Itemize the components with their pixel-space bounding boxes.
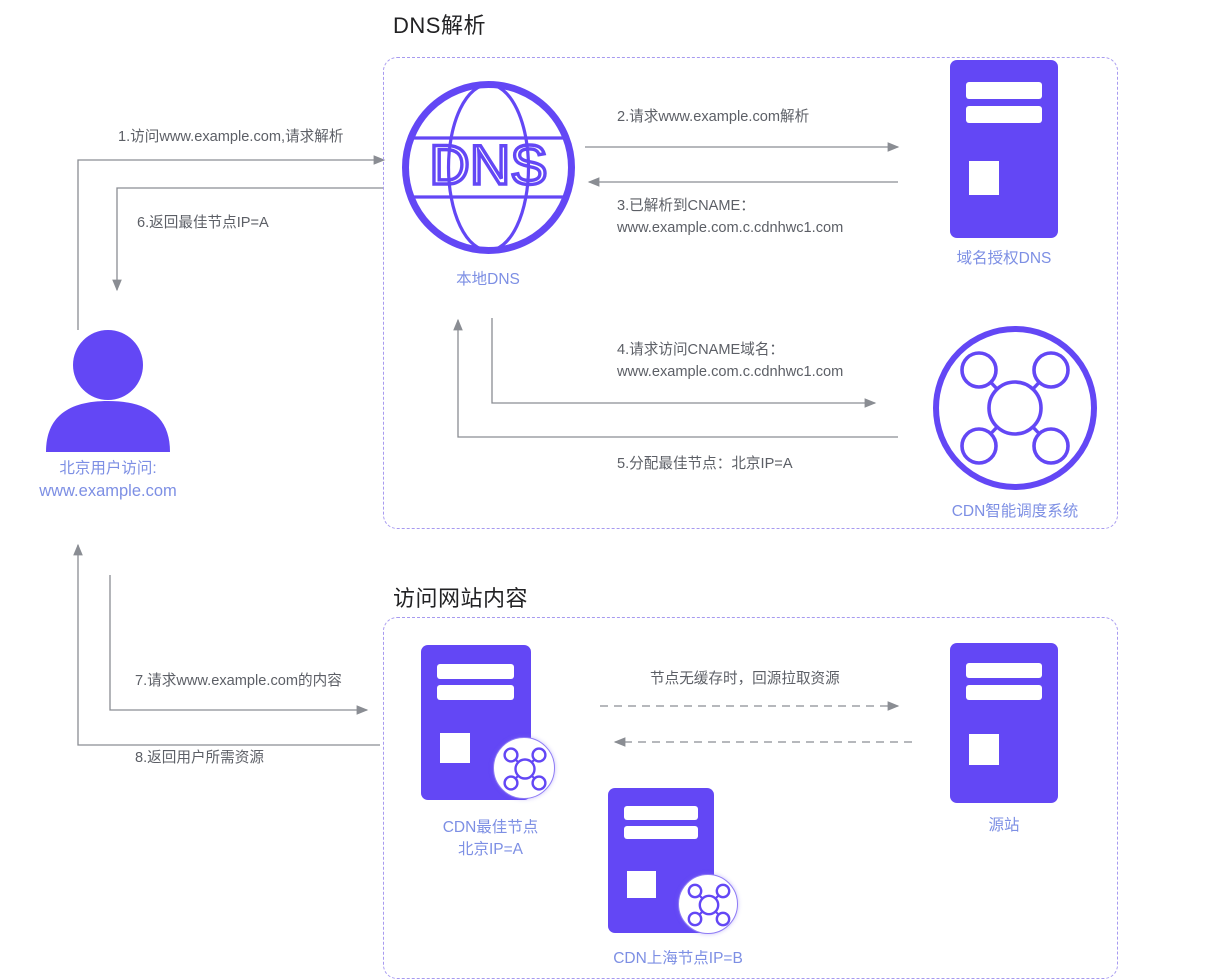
flow-label-2: 2.请求www.example.com解析 — [617, 109, 810, 125]
node-local-dns-label: 本地DNS — [456, 271, 520, 288]
flow-label-7: 7.请求www.example.com的内容 — [135, 673, 342, 689]
flow-label-3-line1: 3.已解析到CNAME： — [617, 198, 755, 214]
flow-label-8: 8.返回用户所需资源 — [135, 750, 264, 766]
flow-label-6: 6.返回最佳节点IP=A — [137, 215, 269, 231]
server-indicator — [440, 733, 470, 763]
node-user[interactable]: 北京用户访问: www.example.com — [18, 322, 198, 504]
server-bar-bottom — [966, 106, 1042, 124]
node-cdn-system[interactable]: CDN智能调度系统 — [915, 323, 1115, 523]
server-icon — [950, 60, 1058, 238]
node-local-dns[interactable]: DNS 本地DNS — [388, 76, 588, 291]
node-cdn-best-label-line2: 北京IP=A — [457, 841, 524, 859]
server-indicator — [969, 734, 999, 765]
server-bar-top — [966, 82, 1042, 100]
panel-title-content: 访问网站内容 — [393, 586, 529, 611]
server-bar-top — [966, 663, 1042, 679]
server-bar-top — [623, 806, 699, 820]
server-bar-top — [437, 664, 514, 680]
node-auth-dns-label: 域名授权DNS — [956, 250, 1052, 267]
cdn-network-icon — [930, 323, 1100, 493]
user-icon — [36, 322, 180, 452]
node-user-label-line2: www.example.com — [39, 482, 177, 501]
cdn-badge-icon — [492, 737, 555, 799]
flow-label-4-line1: 4.请求访问CNAME域名： — [617, 342, 785, 358]
server-icon — [950, 643, 1058, 803]
node-cdn-system-label: CDN智能调度系统 — [951, 503, 1079, 520]
node-cdn-best-label-line1: CDN最佳节点 — [442, 819, 539, 836]
flow-label-origin-pull: 节点无缓存时，回源拉取资源 — [650, 671, 840, 687]
node-user-label-line1: 北京用户访问: — [59, 460, 157, 477]
server-bar-bottom — [966, 684, 1042, 700]
node-cdn-best[interactable]: CDN最佳节点 北京IP=A — [398, 645, 583, 862]
flow-label-3-line2: www.example.com.c.cdnhwc1.com — [617, 219, 844, 236]
panel-dns-resolution — [383, 57, 1118, 529]
node-cdn-shanghai[interactable]: CDN上海节点IP=B — [578, 788, 778, 970]
node-origin-label: 源站 — [988, 817, 1020, 834]
server-bar-bottom — [623, 825, 699, 840]
flow-label-4-line2: www.example.com.c.cdnhwc1.com — [617, 363, 844, 380]
server-indicator — [969, 161, 999, 196]
panel-title-dns: DNS解析 — [393, 13, 486, 38]
node-auth-dns[interactable]: 域名授权DNS — [930, 60, 1078, 270]
server-indicator — [627, 870, 656, 899]
node-origin[interactable]: 源站 — [930, 643, 1078, 837]
flow-label-1: 1.访问www.example.com,请求解析 — [118, 129, 344, 145]
server-bar-bottom — [437, 685, 514, 701]
flow-label-3: 3.已解析到CNAME： www.example.com.c.cdnhwc1.c… — [617, 196, 843, 240]
cdn-badge-icon — [678, 874, 738, 934]
dns-glyph-text: DNS — [429, 133, 547, 196]
server-cdn-icon — [420, 645, 561, 805]
flow-label-4: 4.请求访问CNAME域名： www.example.com.c.cdnhwc1… — [617, 340, 843, 384]
dns-globe-icon: DNS — [397, 76, 580, 259]
server-cdn-icon — [608, 788, 748, 936]
flow-label-5: 5.分配最佳节点：北京IP=A — [617, 456, 793, 472]
node-cdn-shanghai-label: CDN上海节点IP=B — [613, 950, 743, 967]
